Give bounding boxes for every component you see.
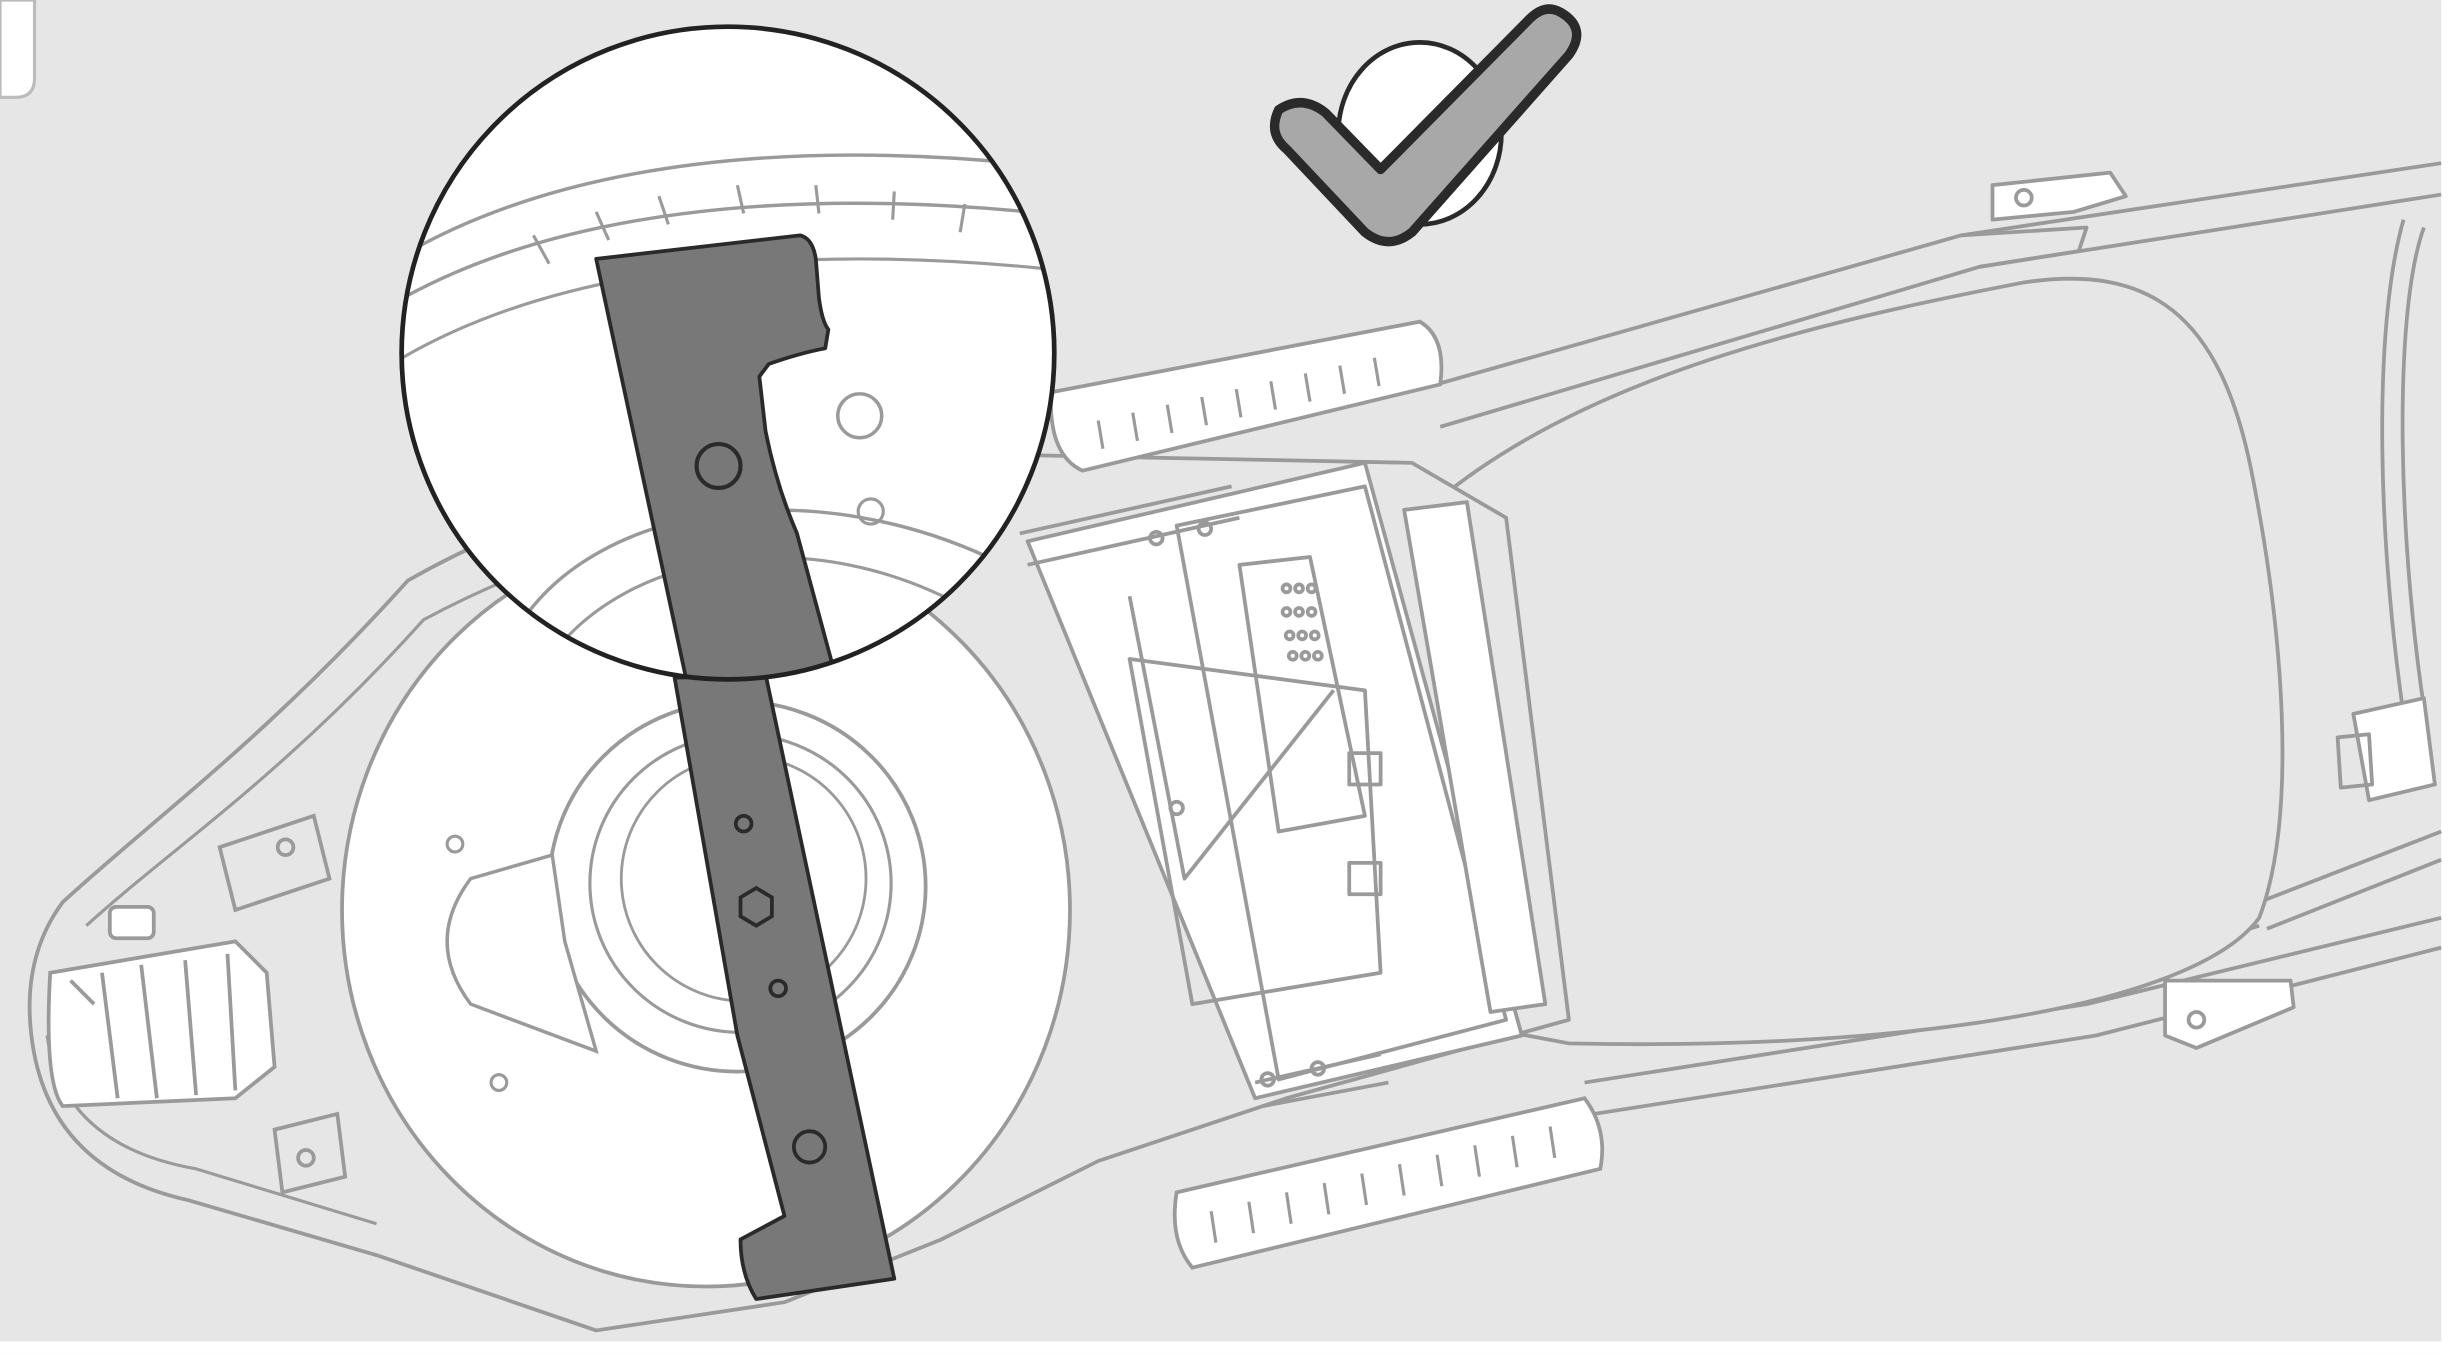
rear-wheel-top — [1049, 319, 1444, 473]
front-bumper — [46, 813, 348, 1195]
bottom-frame-edge — [0, 1341, 2460, 1354]
rear-frame — [1019, 460, 1548, 1108]
checkmark-icon — [1269, 4, 1582, 247]
grass-bag — [1433, 276, 2285, 1047]
mower-handle — [1419, 161, 2442, 1116]
corner-badge — [0, 0, 37, 99]
blade-center-bolt — [738, 885, 774, 928]
rear-wheel-bottom — [1172, 1096, 1605, 1270]
magnifier-ring — [399, 24, 1057, 682]
right-frame-edge — [2441, 0, 2460, 1354]
mounted-blade — [672, 672, 897, 1301]
magnified-detail — [399, 24, 1057, 682]
